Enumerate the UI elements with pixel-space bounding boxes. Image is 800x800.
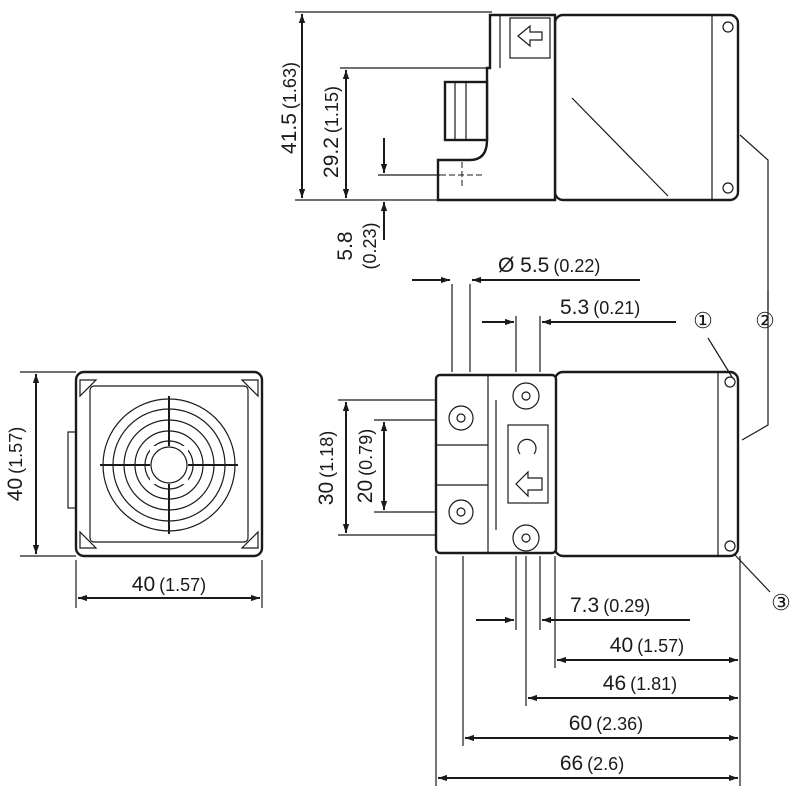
callout-3: ③ <box>771 590 791 615</box>
dim-30-label: 30 (1.18) <box>315 431 338 505</box>
dim-41-5-label: 41.5 (1.63) <box>278 62 301 154</box>
dim-5-3-inch: (0.21) <box>593 298 640 318</box>
callout-2: ② <box>755 308 775 333</box>
dim-66-inch: (2.6) <box>587 754 624 774</box>
dim-41-5-inch: (1.63) <box>280 62 300 109</box>
callout-1: ① <box>693 308 713 333</box>
dim-5-8-inch: (0.23) <box>360 222 380 269</box>
dim-7-3-inch: (0.29) <box>603 596 650 616</box>
dim-40-left-v-value: 40 <box>4 478 27 501</box>
dim-30-value: 30 <box>315 482 338 505</box>
dim-5-8-value-label: 5.8 <box>334 231 357 260</box>
dim-40-left-h-value: 40 <box>132 573 155 596</box>
dim-40-right-label: 40(1.57) <box>610 634 684 657</box>
dim-40-left-h-inch: (1.57) <box>159 575 206 595</box>
dim-dia-5-5-value: Ø 5.5 <box>498 254 549 277</box>
dim-66-label: 66(2.6) <box>560 752 624 775</box>
dim-29-2-label: 29.2 (1.15) <box>320 86 343 178</box>
dim-30-inch: (1.18) <box>317 431 337 478</box>
dim-46-value: 46 <box>603 672 626 695</box>
dim-40-right-value: 40 <box>610 634 633 657</box>
dim-5-3-label: 5.3(0.21) <box>560 296 640 319</box>
dim-46-label: 46(1.81) <box>603 672 677 695</box>
side-view <box>436 13 740 202</box>
dim-29-2-value: 29.2 <box>320 137 343 178</box>
dim-20-inch: (0.79) <box>356 429 376 476</box>
bottom-view <box>434 370 740 558</box>
dim-7-3-value: 7.3 <box>570 594 599 617</box>
dim-41-5-value: 41.5 <box>278 113 301 154</box>
dim-46-inch: (1.81) <box>630 674 677 694</box>
dim-60-inch: (2.36) <box>596 714 643 734</box>
dim-40-right-inch: (1.57) <box>637 636 684 656</box>
dim-dia-5-5-label: Ø 5.5(0.22) <box>498 254 600 277</box>
dim-5-8-inch-label: (0.23) <box>360 222 380 269</box>
dim-29-2-inch: (1.15) <box>322 86 342 133</box>
dim-5-8-value: 5.8 <box>334 231 357 260</box>
front-view <box>67 370 264 558</box>
dim-60-value: 60 <box>569 712 592 735</box>
dim-60-label: 60(2.36) <box>569 712 643 735</box>
dim-20-value: 20 <box>354 480 377 503</box>
dim-20-label: 20 (0.79) <box>354 429 377 503</box>
dim-7-3-label: 7.3(0.29) <box>570 594 650 617</box>
dim-40-left-horizontal-label: 40(1.57) <box>132 573 206 596</box>
dim-5-3-value: 5.3 <box>560 296 589 319</box>
dim-40-left-vertical-label: 40 (1.57) <box>4 427 27 501</box>
dim-66-value: 66 <box>560 752 583 775</box>
dim-40-left-v-inch: (1.57) <box>6 427 26 474</box>
dim-dia-5-5-inch: (0.22) <box>553 256 600 276</box>
